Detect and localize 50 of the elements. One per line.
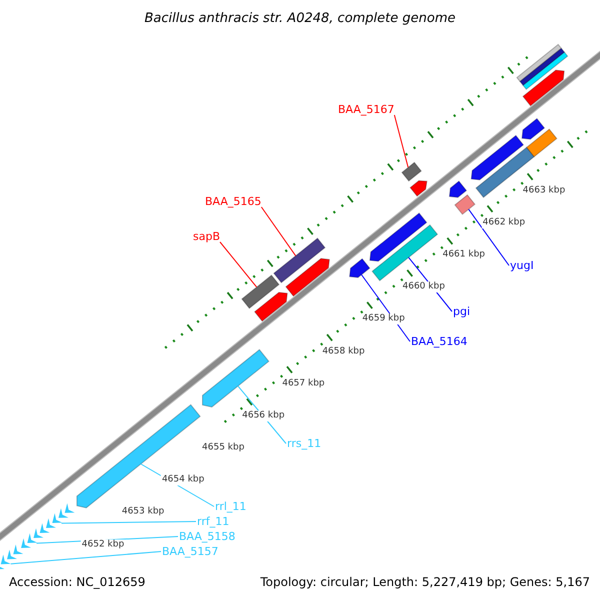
gene-feature xyxy=(521,118,546,140)
gene-feature xyxy=(254,292,288,322)
gene-label: BAA_5158 xyxy=(179,531,236,542)
gene-feature xyxy=(522,70,565,106)
gene-feature xyxy=(526,128,558,158)
gene-feature xyxy=(349,258,370,278)
gene-label: sapB xyxy=(193,231,220,242)
scale-label: 4660 kbp xyxy=(402,282,446,293)
scale-label: 4663 kbp xyxy=(522,185,566,196)
scale-label: 4656 kbp xyxy=(241,410,286,422)
accession-text: Accession: NC_012659 xyxy=(9,576,146,588)
scale-label: 4653 kbp xyxy=(120,506,166,518)
gene-feature xyxy=(369,212,428,262)
gene-label: rrf_11 xyxy=(197,516,230,527)
gene-label: BAA_5165 xyxy=(205,196,262,207)
gene-feature xyxy=(202,348,270,408)
gene-feature xyxy=(410,180,428,197)
leader-line xyxy=(260,206,296,256)
gene-cluster xyxy=(0,544,24,570)
gene-label: BAA_5157 xyxy=(162,546,218,557)
gene-feature xyxy=(454,194,476,215)
scale-label: 4662 kbp xyxy=(482,217,526,228)
leader-line xyxy=(60,521,196,524)
scale-label: 4661 kbp xyxy=(442,250,486,261)
gene-feature xyxy=(372,224,438,282)
gene-feature xyxy=(470,134,524,180)
gene-cluster xyxy=(21,523,50,548)
gene-feature xyxy=(285,258,330,297)
scale-label: 4659 kbp xyxy=(361,314,406,325)
leader-line xyxy=(394,114,409,168)
gene-label: pgi xyxy=(453,306,470,317)
gene-feature xyxy=(401,162,422,182)
leader-line xyxy=(220,242,258,288)
scale-label: 4654 kbp xyxy=(160,474,206,486)
gene-label: BAA_5164 xyxy=(411,336,468,347)
scale-label: 4658 kbp xyxy=(321,346,366,358)
scale-label: 4655 kbp xyxy=(201,442,246,454)
scale-label: 4652 kbp xyxy=(80,539,126,550)
genome-summary: Topology: circular; Length: 5,227,419 bp; Genes: 5,167 xyxy=(260,576,590,588)
gene-label: BAA_5167 xyxy=(338,104,394,115)
gene-feature xyxy=(448,180,468,198)
gene-feature xyxy=(273,238,326,284)
gene-feature xyxy=(241,274,280,310)
gene-cluster xyxy=(46,503,75,528)
gene-label: rrl_11 xyxy=(215,501,246,512)
gene-label: rrs_11 xyxy=(287,438,322,449)
leader-line xyxy=(10,551,162,564)
gene-label: yugI xyxy=(510,260,534,271)
scale-label: 4657 kbp xyxy=(281,378,326,390)
title: Bacillus anthracis str. A0248, complete genome xyxy=(143,12,457,25)
